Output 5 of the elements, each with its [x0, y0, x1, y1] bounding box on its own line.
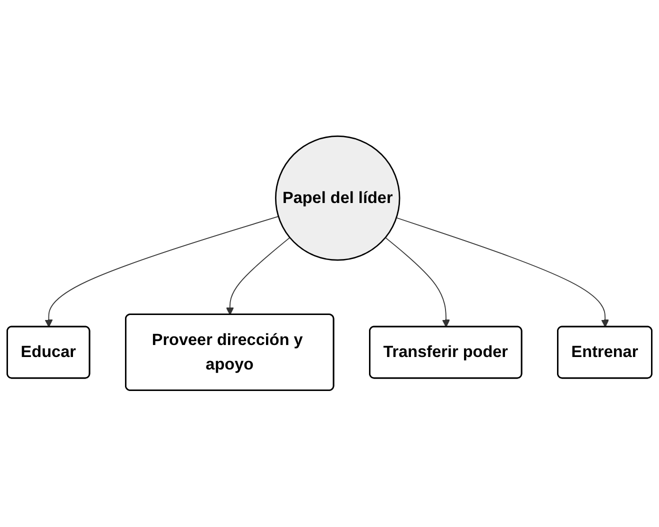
- arrow: [384, 237, 450, 328]
- node-circle: Papel del líder: [275, 136, 400, 262]
- arrow: [396, 218, 610, 328]
- arrow: [44, 216, 279, 328]
- arrow: [226, 237, 290, 316]
